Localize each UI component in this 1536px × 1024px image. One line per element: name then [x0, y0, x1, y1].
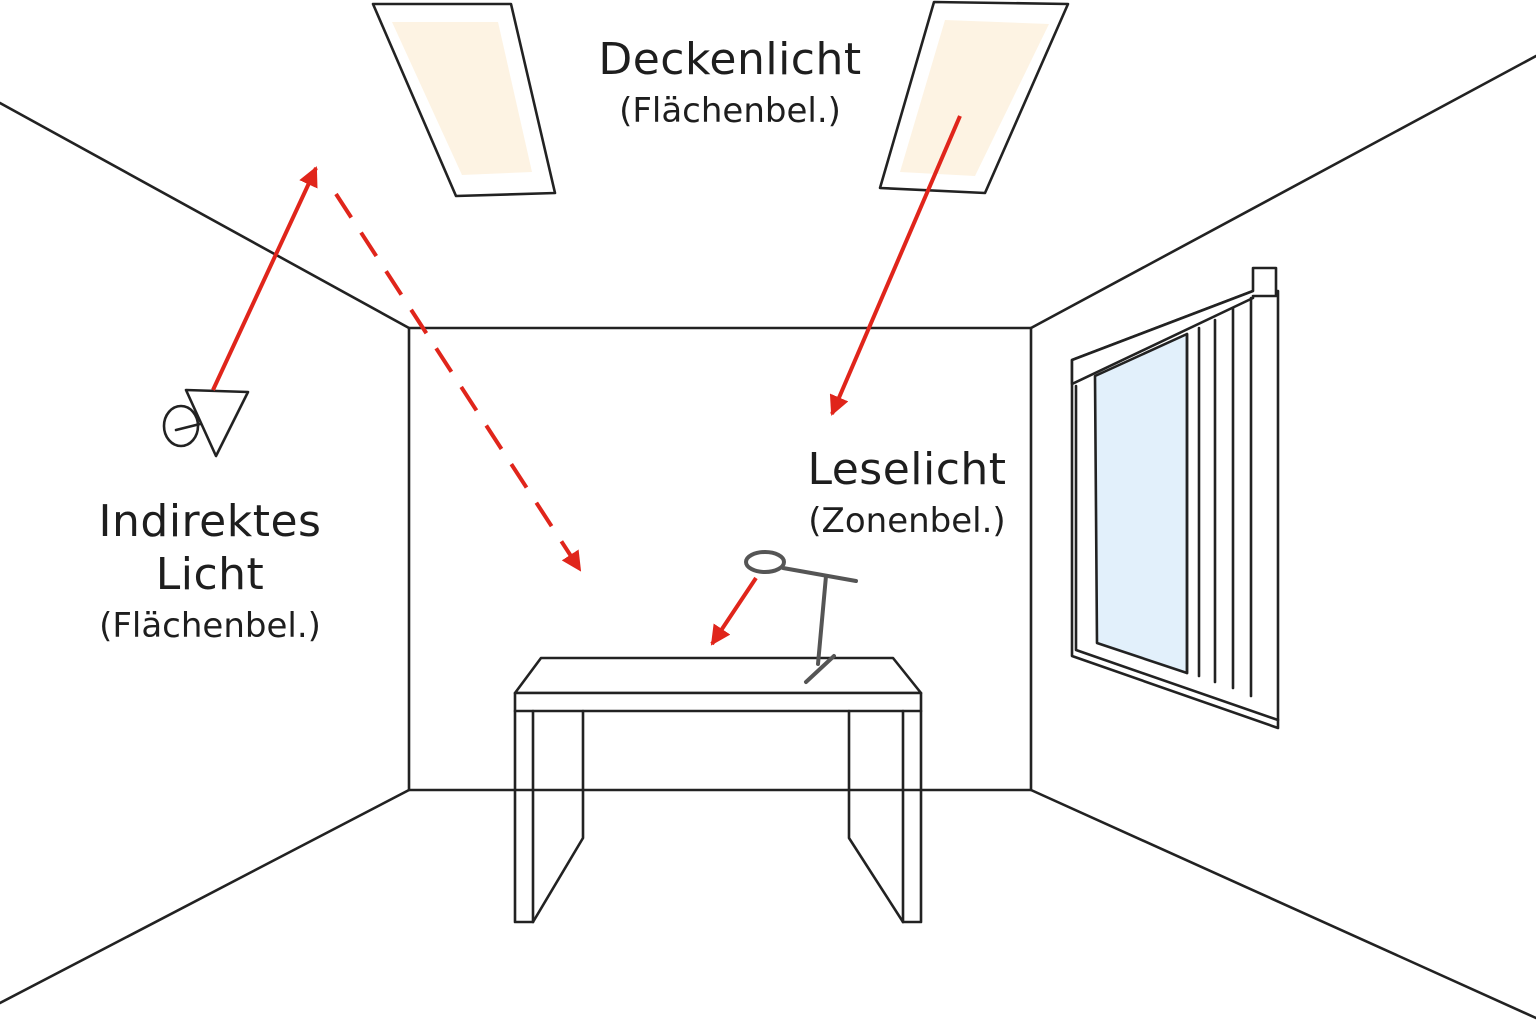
- desk-lamp-icon: [744, 550, 858, 684]
- indirect-light-title-line1: Indirektes: [98, 496, 322, 547]
- window: [1070, 266, 1280, 730]
- indirect-light-title-line2: Licht: [155, 548, 265, 600]
- arrow-indirect-reflect: [334, 192, 582, 572]
- left-ceiling-edge: [0, 101, 411, 330]
- panel-glow: [900, 20, 1049, 176]
- light-arrows: [211, 115, 962, 646]
- indirect-light-label: Indirektes Licht (Flächenbel.): [30, 496, 390, 646]
- panel-glow: [392, 22, 532, 175]
- arrow-reading-down: [710, 576, 758, 646]
- reading-light-title: Leselicht: [807, 444, 1007, 495]
- ceiling-panel-left: [371, 2, 557, 198]
- reading-light-subtitle: (Zonenbel.): [808, 500, 1006, 541]
- wall-sconce-icon: [162, 388, 250, 458]
- ceiling-light-title: Deckenlicht: [598, 34, 862, 85]
- right-floor-edge: [1029, 788, 1536, 1020]
- desk-leg-left: [513, 709, 535, 924]
- back-wall: [407, 326, 1033, 792]
- ceiling-panel-right: [878, 0, 1070, 195]
- left-floor-edge: [0, 788, 411, 1005]
- reading-light-label: Leselicht (Zonenbel.): [707, 444, 1107, 542]
- desk: [513, 656, 923, 924]
- ceiling-light-subtitle: (Flächenbel.): [619, 90, 841, 131]
- room-walls: [0, 54, 1536, 1020]
- window-top-rail: [1070, 266, 1278, 386]
- right-ceiling-edge: [1029, 54, 1536, 330]
- arrow-ceiling-down: [829, 115, 962, 416]
- window-glass: [1093, 332, 1189, 675]
- indirect-light-subtitle: (Flächenbel.): [99, 605, 321, 646]
- desk-leg-right: [901, 709, 923, 924]
- arrow-indirect-up: [211, 166, 318, 391]
- ceiling-light-label: Deckenlicht (Flächenbel.): [530, 34, 930, 132]
